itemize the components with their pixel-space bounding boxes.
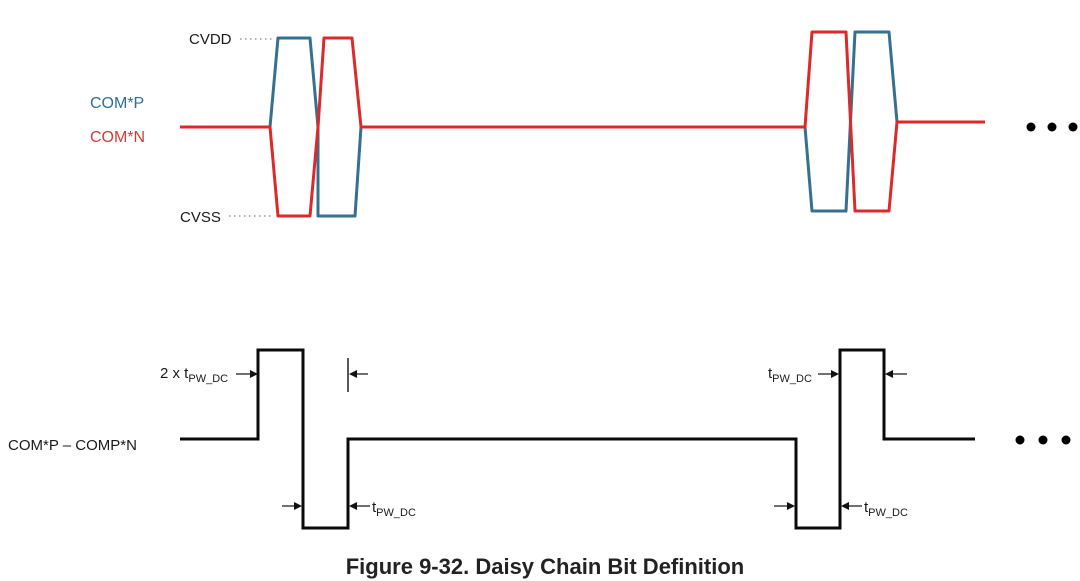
com-p-waveform bbox=[180, 30, 985, 218]
ellipsis-bottom bbox=[1015, 435, 1071, 445]
ellipsis-top bbox=[1026, 122, 1078, 132]
differential-label: COM*P – COMP*N bbox=[8, 437, 137, 454]
pulse-width-annotation-right-low: tPW_DC bbox=[774, 499, 908, 519]
svg-text:tPW_DC: tPW_DC bbox=[864, 499, 908, 519]
com-n-label: COM*N bbox=[90, 129, 145, 146]
pw-dc-subscript: PW_DC bbox=[188, 373, 228, 385]
com-n-waveform bbox=[180, 30, 985, 218]
pulse-width-annotation-left-low: tPW_DC bbox=[282, 499, 416, 519]
svg-text:tPW_DC: tPW_DC bbox=[768, 365, 812, 385]
cvss-label: CVSS bbox=[180, 209, 221, 226]
pulse-width-annotation-2x: 2 x tPW_DC bbox=[160, 358, 368, 392]
svg-text:tPW_DC: tPW_DC bbox=[372, 499, 416, 519]
svg-text:2 x tPW_DC: 2 x tPW_DC bbox=[160, 365, 228, 385]
pulse-width-annotation-right-high: tPW_DC bbox=[768, 365, 907, 385]
pulse-width-prefix: 2 x t bbox=[160, 365, 189, 382]
figure-caption: Figure 9-32. Daisy Chain Bit Definition bbox=[346, 554, 745, 579]
com-p-label: COM*P bbox=[90, 95, 144, 112]
cvdd-label: CVDD bbox=[189, 31, 232, 48]
differential-waveform bbox=[180, 348, 975, 530]
